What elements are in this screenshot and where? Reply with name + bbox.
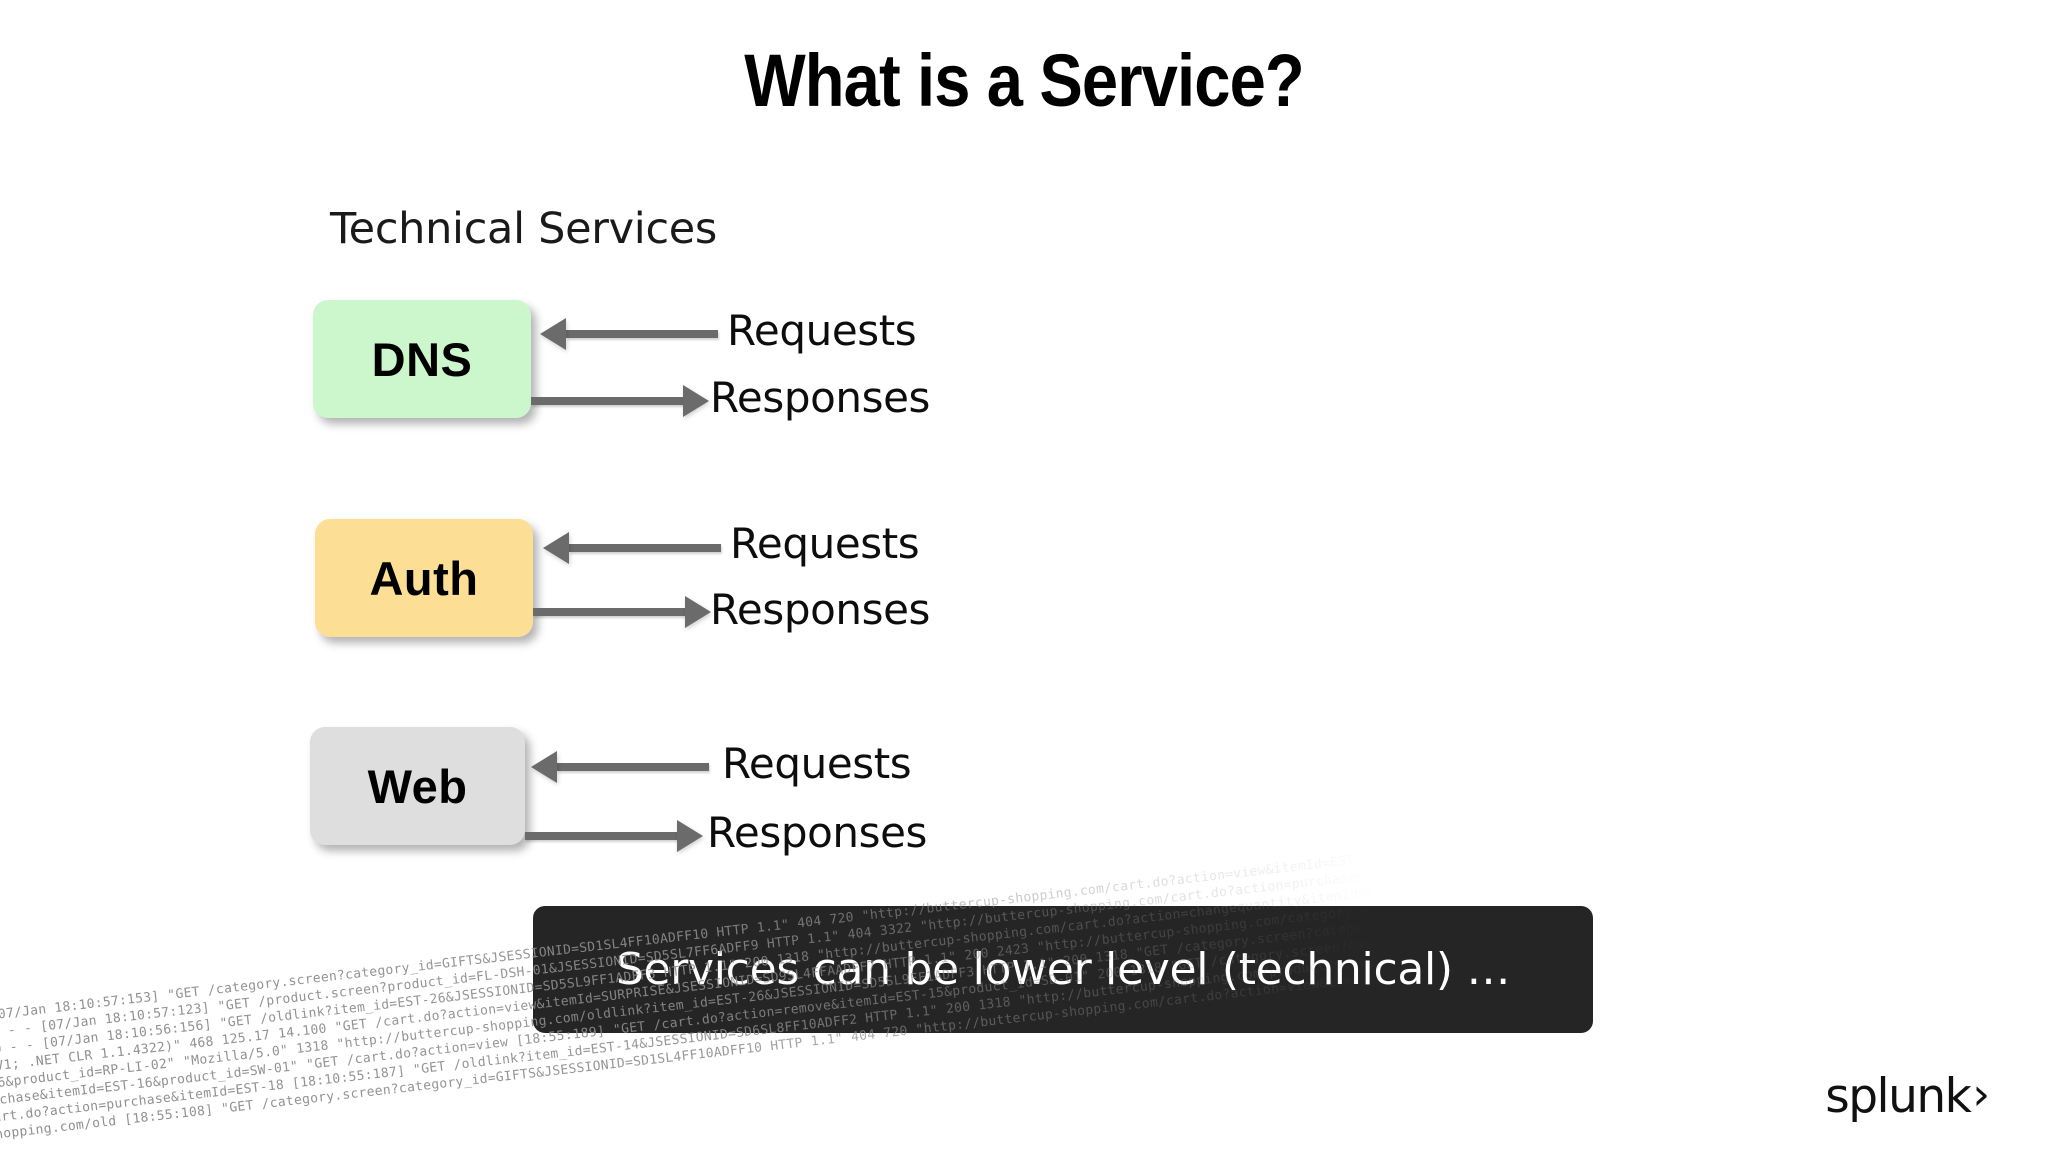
splunk-logo: splunk › — [1825, 1069, 1990, 1124]
outbound-arrow-line-web — [525, 832, 677, 840]
outbound-arrow-head-auth — [685, 596, 711, 628]
outbound-arrow-head-dns — [683, 385, 709, 417]
callout-text: Services can be lower level (technical) … — [615, 944, 1511, 995]
service-row-web: Web Requests Responses — [0, 727, 2048, 927]
page-title: What is a Service? — [744, 39, 1305, 122]
inbound-arrow-label-web: Requests — [722, 739, 912, 788]
inbound-arrow-line-auth — [569, 544, 721, 552]
service-box-dns[interactable]: DNS — [313, 300, 531, 418]
section-heading: Technical Services — [330, 204, 718, 254]
outbound-arrow-label-dns: Responses — [710, 373, 930, 422]
inbound-arrow-head-dns — [540, 318, 566, 350]
inbound-arrow-line-web — [557, 763, 709, 771]
service-row-auth: Auth Requests Responses — [0, 519, 2048, 719]
outbound-arrow-label-auth: Responses — [710, 585, 930, 634]
inbound-arrow-head-web — [531, 751, 557, 783]
outbound-arrow-label-web: Responses — [707, 808, 927, 857]
inbound-arrow-head-auth — [543, 532, 569, 564]
callout-banner: Services can be lower level (technical) … — [533, 906, 1593, 1033]
outbound-arrow-head-web — [677, 820, 703, 852]
outbound-arrow-line-dns — [531, 397, 683, 405]
inbound-arrow-label-auth: Requests — [730, 519, 920, 568]
service-box-label: Auth — [369, 551, 479, 605]
chevron-right-icon: › — [1972, 1069, 1990, 1120]
outbound-arrow-line-auth — [533, 608, 685, 616]
service-box-auth[interactable]: Auth — [315, 519, 533, 637]
inbound-arrow-label-dns: Requests — [727, 306, 917, 355]
service-box-web[interactable]: Web — [310, 727, 525, 845]
service-box-label: Web — [367, 759, 468, 813]
inbound-arrow-line-dns — [566, 330, 718, 338]
splunk-wordmark: splunk — [1825, 1069, 1972, 1124]
service-box-label: DNS — [371, 332, 473, 386]
service-row-dns: DNS Requests Responses — [0, 300, 2048, 500]
